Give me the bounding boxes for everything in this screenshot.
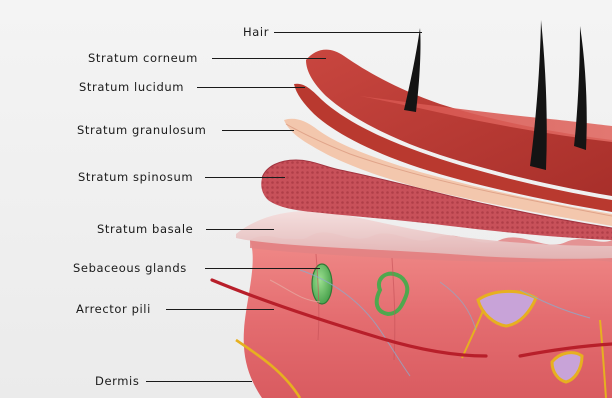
label-arrector-pili: Arrector pili: [76, 302, 151, 316]
leader-stratum-basale: [206, 229, 274, 230]
leader-hair: [274, 32, 422, 33]
hair-strand-2: [530, 20, 547, 170]
leader-stratum-corneum: [212, 58, 326, 59]
leader-sebaceous-glands: [205, 268, 320, 269]
label-stratum-granulosum: Stratum granulosum: [77, 123, 206, 137]
label-stratum-corneum: Stratum corneum: [88, 51, 198, 65]
label-stratum-spinosum: Stratum spinosum: [78, 170, 193, 184]
leader-stratum-granulosum: [222, 130, 294, 131]
leader-arrector-pili: [166, 309, 274, 310]
label-stratum-lucidum: Stratum lucidum: [79, 80, 184, 94]
leader-dermis: [146, 381, 252, 382]
sebaceous-gland-1: [312, 264, 332, 304]
label-stratum-basale: Stratum basale: [97, 222, 193, 236]
label-sebaceous-glands: Sebaceous glands: [73, 261, 187, 275]
leader-stratum-lucidum: [197, 87, 305, 88]
label-hair: Hair: [243, 25, 269, 39]
hair-strand-3: [574, 26, 587, 150]
label-dermis: Dermis: [95, 374, 139, 388]
leader-stratum-spinosum: [205, 177, 285, 178]
